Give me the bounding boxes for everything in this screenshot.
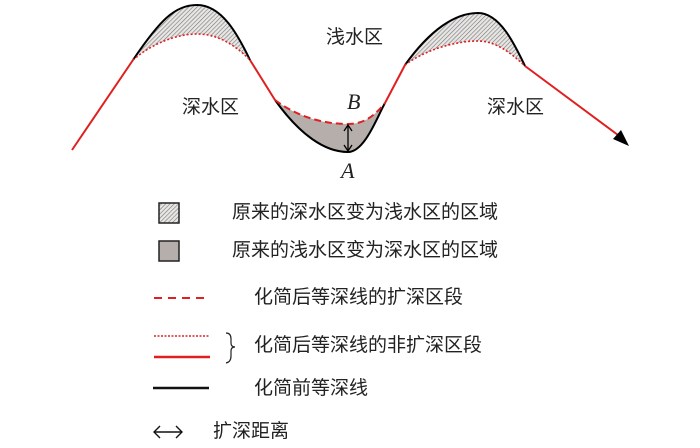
label-point-a: A xyxy=(341,158,355,183)
label-point-b: B xyxy=(347,89,361,114)
legend-label-deepening-distance: 扩深距离 xyxy=(213,420,290,442)
simplified-contour-dotted xyxy=(132,33,526,67)
gray-region-trough xyxy=(275,100,385,152)
hatched-region-right xyxy=(405,13,525,66)
brace-icon xyxy=(225,332,236,364)
deepening-distance-arrow xyxy=(343,123,353,153)
legend-label-original-contour: 化简前等深线 xyxy=(254,377,369,399)
arrow-head-icon xyxy=(613,130,629,146)
label-deep-zone-right: 深水区 xyxy=(487,96,545,118)
legend-label-deepened-segment: 化简后等深线的扩深区段 xyxy=(254,286,464,308)
gray-square-icon xyxy=(158,240,180,262)
label-shallow-zone: 浅水区 xyxy=(326,26,384,48)
simplified-contour-solid xyxy=(71,59,623,151)
label-deep-zone-left: 深水区 xyxy=(182,96,240,118)
double-arrow-icon xyxy=(153,425,183,439)
hatched-square-icon xyxy=(158,202,180,224)
hatched-region-left xyxy=(133,5,250,60)
legend-label-shallow-to-deep: 原来的浅水区变为深水区的区域 xyxy=(232,239,499,261)
legend-label-deep-to-shallow: 原来的深水区变为浅水区的区域 xyxy=(232,201,499,223)
legend-label-non-deepened-segment: 化简后等深线的非扩深区段 xyxy=(254,334,483,356)
